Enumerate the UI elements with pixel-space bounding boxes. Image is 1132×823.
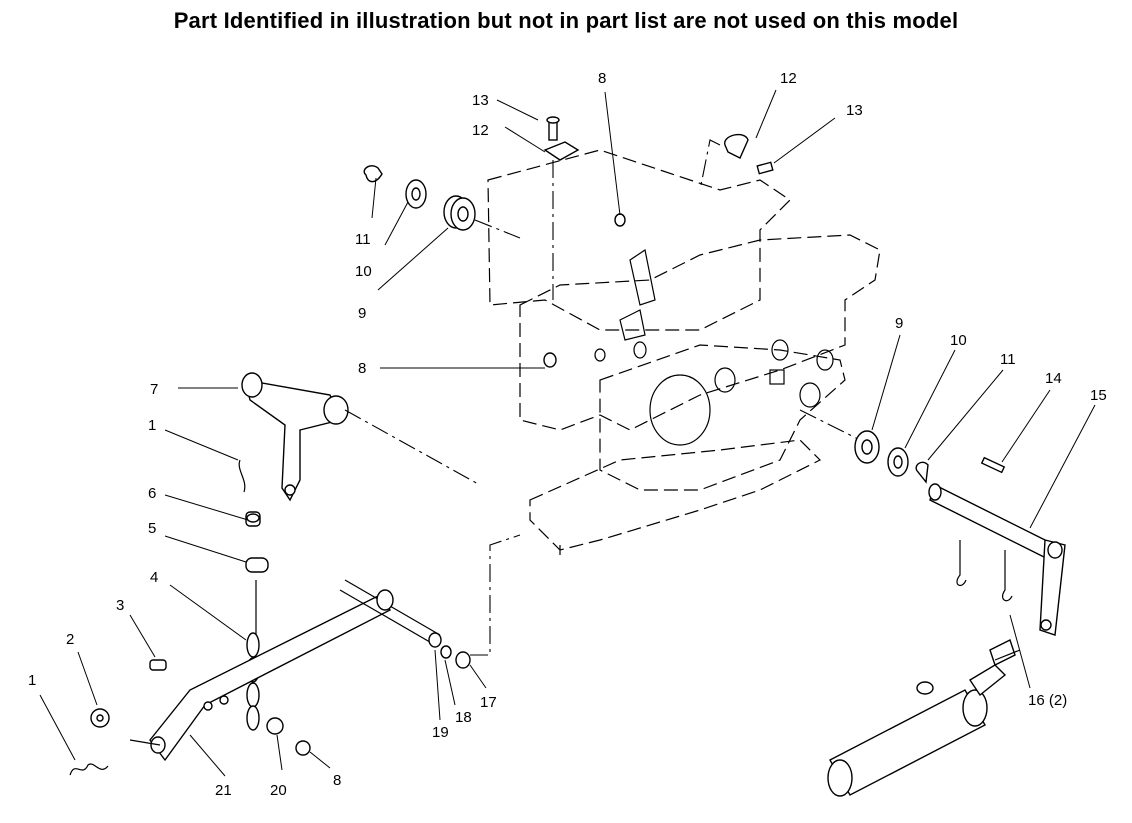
callout-8-lower: 8 xyxy=(333,772,341,789)
callout-7: 7 xyxy=(150,381,158,398)
callout-5: 5 xyxy=(148,520,156,537)
chain-rod xyxy=(246,580,260,731)
callout-10-right: 10 xyxy=(950,332,967,349)
callout-12-left: 12 xyxy=(472,122,489,139)
hydraulic-cylinder xyxy=(827,639,1021,797)
callout-9-upper: 9 xyxy=(358,305,366,322)
callout-1-upper: 1 xyxy=(148,417,156,434)
upper-bushing-stack xyxy=(363,165,521,239)
callout-8-mid: 8 xyxy=(358,360,366,377)
callout-21: 21 xyxy=(215,782,232,799)
callout-labels: 1 2 3 4 5 6 1 7 8 9 10 11 12 13 8 12 13 … xyxy=(28,70,1107,799)
callout-11-upper: 11 xyxy=(355,231,371,248)
callout-12-right: 12 xyxy=(780,70,797,87)
callout-13-left: 13 xyxy=(472,92,489,109)
callout-9-right: 9 xyxy=(895,315,903,332)
leader-lines xyxy=(39,89,1096,777)
callout-2: 2 xyxy=(66,631,74,648)
callout-13-right: 13 xyxy=(846,102,863,119)
callout-10-upper: 10 xyxy=(355,263,372,280)
frame-assembly xyxy=(487,149,881,555)
callout-1-lower: 1 xyxy=(28,672,36,689)
callout-11-right: 11 xyxy=(1000,351,1016,368)
callout-17: 17 xyxy=(480,694,497,711)
right-clamp xyxy=(699,133,774,191)
lower-lever-assembly xyxy=(69,534,521,776)
page-title: Part Identified in illustration but not … xyxy=(173,8,959,33)
right-shaft-assembly xyxy=(799,409,1066,636)
lift-arm xyxy=(241,372,481,502)
callout-4: 4 xyxy=(150,569,158,586)
callout-3: 3 xyxy=(116,597,124,614)
callout-20: 20 xyxy=(270,782,287,799)
link-hardware xyxy=(238,459,269,573)
callout-16: 16 (2) xyxy=(1028,692,1067,709)
callout-19: 19 xyxy=(432,724,449,741)
callout-8-top: 8 xyxy=(598,70,606,87)
callout-15: 15 xyxy=(1090,387,1107,404)
callout-14: 14 xyxy=(1045,370,1062,387)
callout-18: 18 xyxy=(455,709,472,726)
top-clamp xyxy=(543,116,580,300)
callout-6: 6 xyxy=(148,485,156,502)
